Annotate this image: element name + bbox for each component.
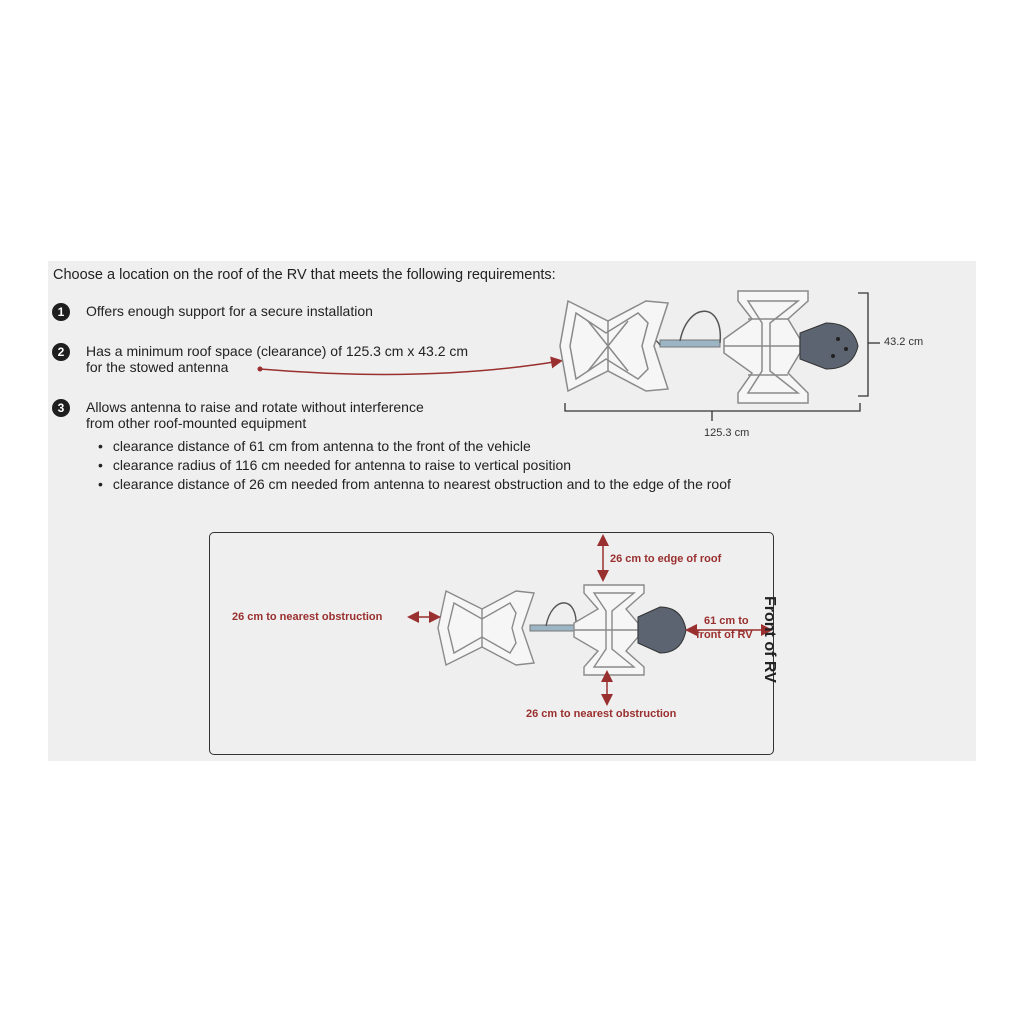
requirement-1: 1 Offers enough support for a secure ins…	[52, 303, 373, 321]
bullet-item: clearance radius of 116 cm needed for an…	[98, 456, 731, 475]
clearance-diagram-box: 26 cm to edge of roof 26 cm to nearest o…	[209, 532, 774, 755]
height-dimension-label: 43.2 cm	[884, 336, 924, 348]
antenna-element-right	[573, 584, 645, 676]
motor-housing-icon	[637, 606, 687, 654]
motor-housing-icon	[799, 322, 859, 370]
left-clearance-label: 26 cm to nearest obstruction	[232, 611, 383, 623]
pointer-dot	[257, 366, 263, 372]
requirement-2: 2 Has a minimum roof space (clearance) o…	[52, 343, 468, 375]
antenna-rod	[659, 339, 721, 348]
antenna-element-left	[559, 299, 670, 393]
stowed-antenna-diagram	[257, 290, 880, 421]
width-dimension-label: 125.3 cm	[704, 427, 750, 439]
top-clearance-label: 26 cm to edge of roof	[610, 553, 722, 565]
instruction-panel: Choose a location on the roof of the RV …	[48, 261, 976, 761]
width-bracket	[564, 403, 861, 412]
requirement-number: 1	[52, 303, 70, 321]
antenna-element-right	[723, 290, 809, 404]
intro-text: Choose a location on the roof of the RV …	[53, 267, 556, 283]
requirement-line: Offers enough support for a secure insta…	[86, 303, 373, 319]
antenna-element-left	[437, 589, 535, 667]
requirement-line: from other roof-mounted equipment	[86, 415, 307, 431]
height-bracket	[858, 292, 869, 397]
cable	[679, 310, 721, 344]
bullet-item: clearance distance of 61 cm from antenna…	[98, 437, 731, 456]
clearance-diagram	[407, 534, 773, 706]
requirement-line: Has a minimum roof space (clearance) of …	[86, 343, 469, 359]
bullet-item: clearance distance of 26 cm needed from …	[98, 475, 731, 494]
front-clearance-label-line2: front of RV	[696, 629, 753, 641]
requirement-line: Allows antenna to raise and rotate witho…	[86, 399, 424, 415]
requirement-line: for the stowed antenna	[86, 359, 229, 375]
bottom-clearance-label: 26 cm to nearest obstruction	[526, 708, 677, 720]
requirement-3: 3 Allows antenna to raise and rotate wit…	[52, 399, 424, 431]
front-of-rv-label: Front of RV	[761, 596, 778, 683]
front-clearance-label-line1: 61 cm to	[704, 615, 749, 627]
clearance-bullet-list: clearance distance of 61 cm from antenna…	[98, 437, 731, 494]
pointer-arrow	[259, 356, 563, 376]
requirement-number: 3	[52, 399, 70, 417]
requirement-number: 2	[52, 343, 70, 361]
